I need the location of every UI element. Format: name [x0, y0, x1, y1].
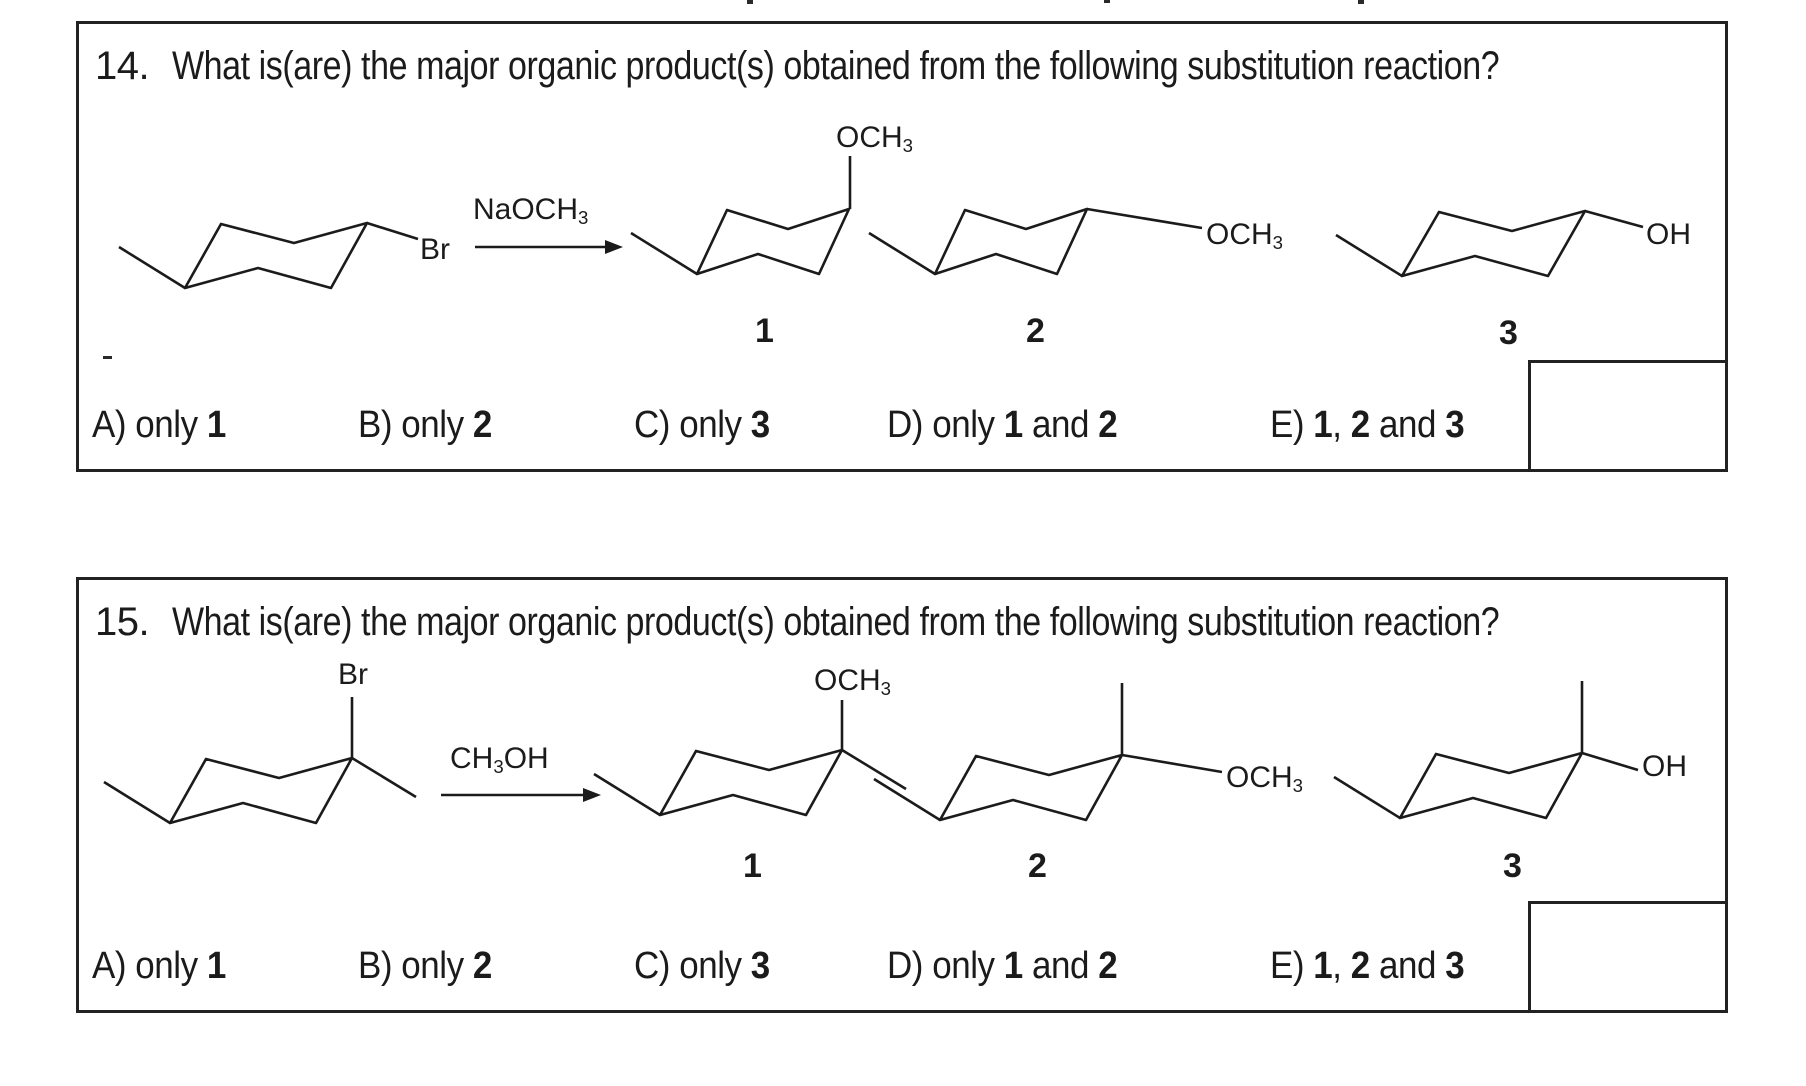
q15-product1-substituent-label: OCH3 [814, 664, 892, 700]
clipped-text-fragment [747, 0, 753, 4]
clipped-text-fragment [1104, 0, 1110, 3]
q15-product1-label: 1 [743, 847, 762, 885]
q14-choice-b[interactable]: B) only 2 [358, 404, 492, 446]
q15-product2-substituent-label: OCH3 [1226, 761, 1304, 797]
question-14-title: What is(are) the major organic product(s… [172, 44, 1500, 88]
q15-choice-a[interactable]: A) only 1 [92, 945, 226, 987]
q14-product2-label: 2 [1026, 312, 1045, 350]
q14-product1-label: 1 [755, 312, 774, 350]
clipped-text-fragment [1358, 0, 1364, 4]
q15-reactant-substituent-label: Br [338, 658, 368, 691]
q14-choice-d[interactable]: D) only 1 and 2 [887, 404, 1118, 446]
q15-reagent-label: CH3OH [450, 742, 549, 778]
q15-product3-label: 3 [1503, 847, 1522, 885]
q14-choice-c[interactable]: C) only 3 [634, 404, 770, 446]
stray-dash-mark [103, 356, 112, 359]
question-15-number: 15. [95, 600, 150, 644]
q15-product3-substituent-label: OH [1642, 750, 1687, 783]
q14-choice-e[interactable]: E) 1, 2 and 3 [1270, 404, 1465, 446]
q14-product2-substituent-label: OCH3 [1206, 218, 1284, 254]
q14-product3-substituent-label: OH [1646, 218, 1691, 251]
q15-choice-d[interactable]: D) only 1 and 2 [887, 945, 1118, 987]
answer-entry-box-q15[interactable] [1528, 901, 1728, 1013]
q15-product2-label: 2 [1028, 847, 1047, 885]
q14-product1-substituent-label: OCH3 [836, 121, 914, 157]
question-14-number: 14. [95, 44, 150, 88]
question-15-title: What is(are) the major organic product(s… [172, 600, 1500, 644]
q15-choice-b[interactable]: B) only 2 [358, 945, 492, 987]
answer-entry-box-q14[interactable] [1528, 360, 1728, 472]
q14-reactant-substituent-label: Br [420, 233, 450, 266]
q14-product3-label: 3 [1499, 314, 1518, 352]
q15-choice-e[interactable]: E) 1, 2 and 3 [1270, 945, 1465, 987]
q14-reagent-label: NaOCH3 [473, 193, 589, 229]
q15-choice-c[interactable]: C) only 3 [634, 945, 770, 987]
q14-choice-a[interactable]: A) only 1 [92, 404, 226, 446]
